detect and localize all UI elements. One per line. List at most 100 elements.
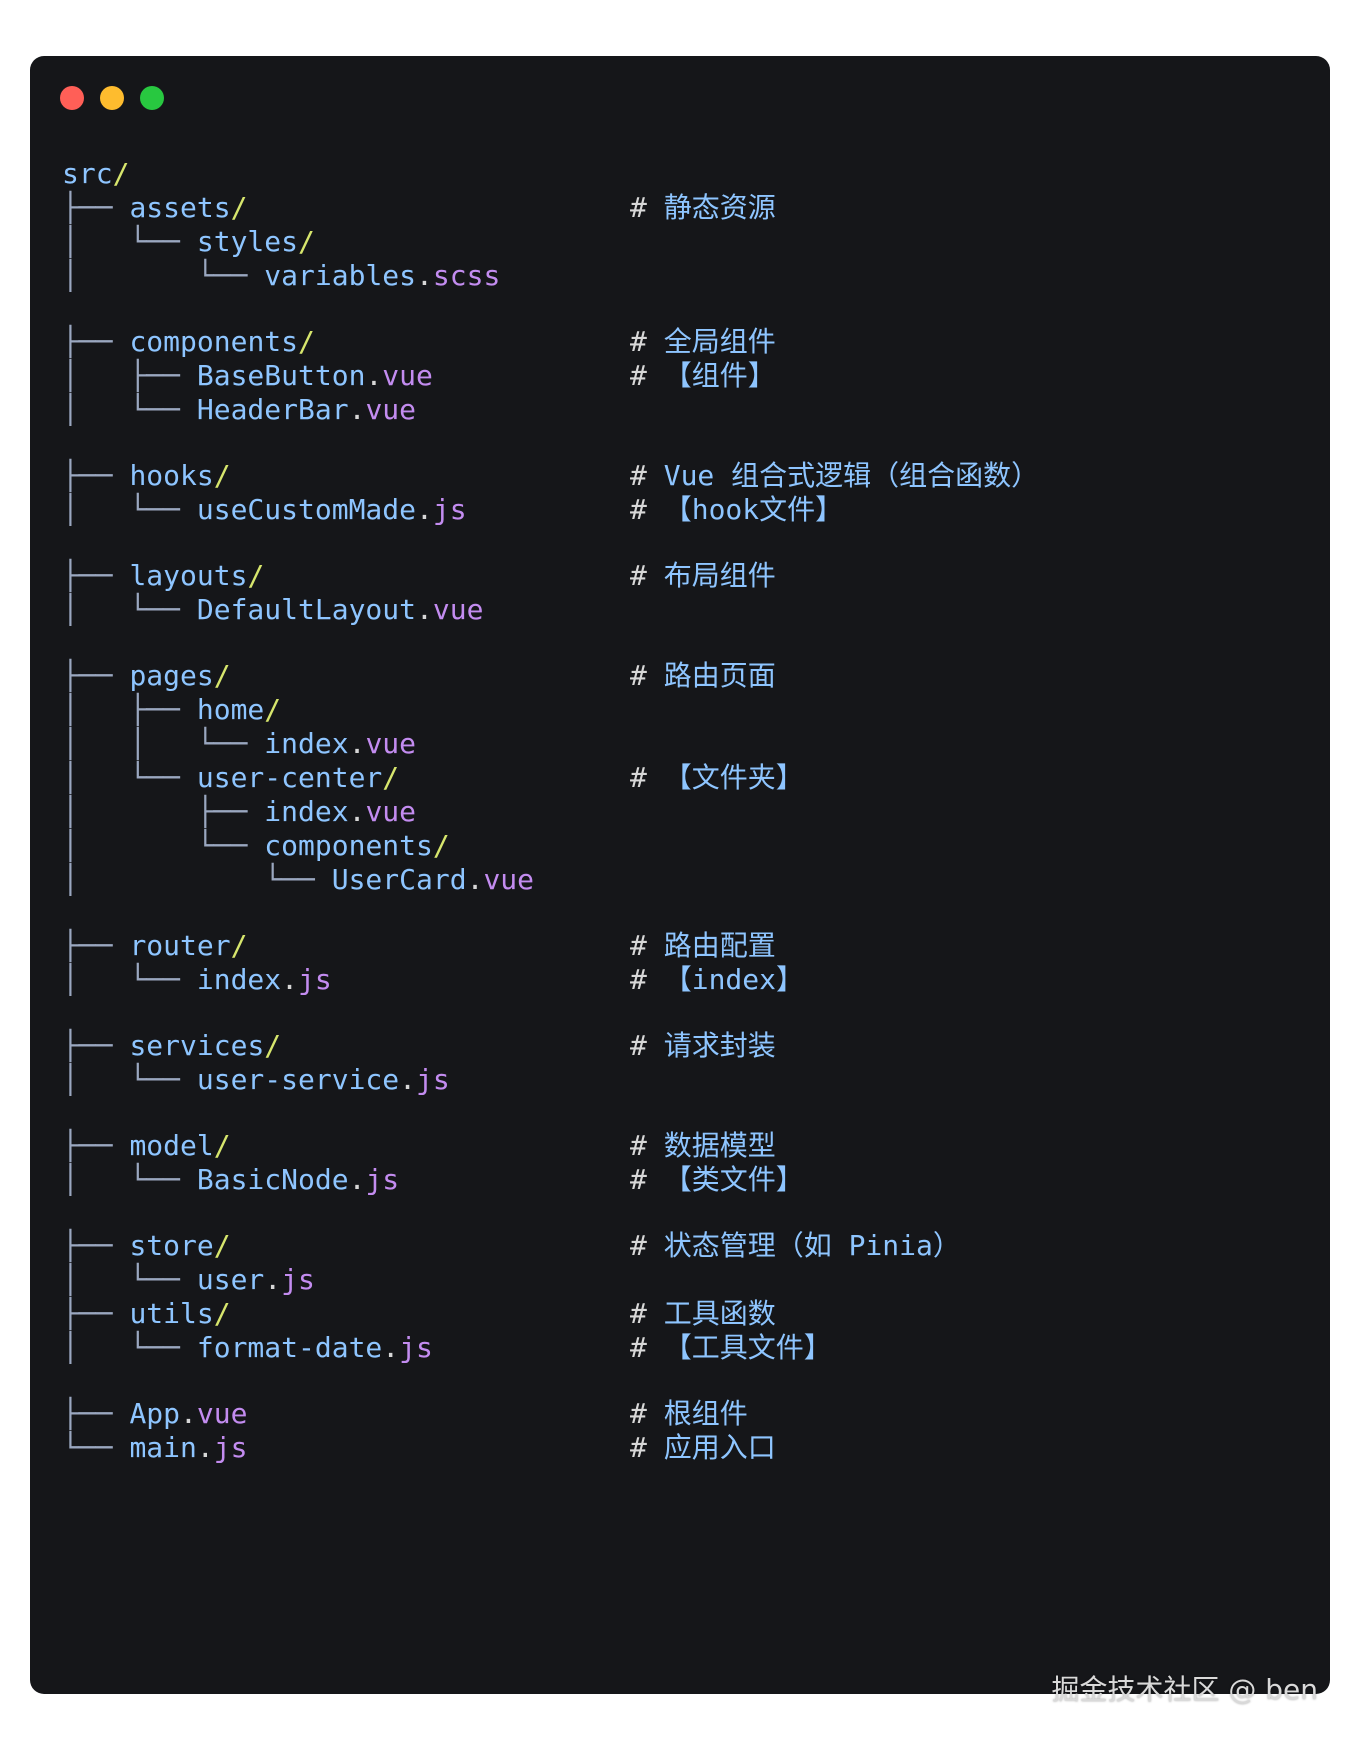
tree-line: │ ├── home/ <box>62 692 1302 728</box>
tree-line: │ └── BasicNode.js# 【类文件】 <box>62 1162 1302 1198</box>
tree-comment <box>630 392 647 428</box>
file-dot: . <box>416 593 433 626</box>
comment-hash: # <box>630 1297 647 1330</box>
tree-item-name: index <box>196 963 282 996</box>
comment-hash: # <box>630 1331 647 1364</box>
tree-item-name: home <box>196 693 265 726</box>
tree-item-name: DefaultLayout <box>196 593 417 626</box>
tree-branch: │ └── <box>62 1063 197 1096</box>
comment-text: 【hook文件】 <box>663 493 844 526</box>
folder-slash: / <box>213 1297 231 1330</box>
folder-slash: / <box>432 829 450 862</box>
tree-comment: # 请求封装 <box>630 1028 776 1064</box>
tree-branch: ├── <box>62 459 130 492</box>
tree-line: ├── assets/# 静态资源 <box>62 190 1302 226</box>
comment-text: 工具函数 <box>663 1297 776 1330</box>
comment-text: 【index】 <box>663 963 805 996</box>
tree-branch: └── <box>62 1431 130 1464</box>
minimize-dot-icon[interactable] <box>100 86 124 110</box>
tree-item-name: model <box>129 1129 214 1162</box>
tree-item-name: components <box>264 829 433 862</box>
tree-line: │ └── DefaultLayout.vue <box>62 592 1302 628</box>
file-dot: . <box>348 795 366 828</box>
file-dot: . <box>365 359 383 392</box>
folder-slash: / <box>213 1129 231 1162</box>
tree-item-name: user-center <box>196 761 383 794</box>
tree-branch: ├── <box>62 1297 130 1330</box>
close-dot-icon[interactable] <box>60 86 84 110</box>
tree-comment: # 【组件】 <box>630 358 776 394</box>
folder-slash: / <box>213 1229 231 1262</box>
tree-line: │ ├── index.vue <box>62 794 1302 830</box>
file-dot: . <box>348 1163 366 1196</box>
tree-branch: │ └── <box>62 963 197 996</box>
tree-comment: # 全局组件 <box>630 324 776 360</box>
comment-hash: # <box>630 963 647 996</box>
maximize-dot-icon[interactable] <box>140 86 164 110</box>
tree-branch: │ ├── <box>62 795 265 828</box>
comment-text: 静态资源 <box>663 191 776 224</box>
comment-hash: # <box>630 459 647 492</box>
tree-comment: # 应用入口 <box>630 1430 776 1466</box>
tree-branch: ├── <box>62 1129 130 1162</box>
file-extension: vue <box>382 359 433 392</box>
tree-line: │ ├── BaseButton.vue # 【组件】 <box>62 358 1302 394</box>
tree-line: ├── layouts/# 布局组件 <box>62 558 1302 594</box>
comment-text: 【类文件】 <box>663 1163 804 1196</box>
file-extension: js <box>213 1431 248 1464</box>
comment-text: 布局组件 <box>663 559 776 592</box>
tree-line: │ └── index.js# 【index】 <box>62 962 1302 998</box>
tree-item-name: pages <box>129 659 214 692</box>
tree-item-name: src <box>62 157 113 190</box>
comment-hash: # <box>630 559 647 592</box>
code-window: src/ ├── assets/# 静态资源 │ └── styles/ │ └… <box>30 56 1330 1694</box>
folder-slash: / <box>264 693 282 726</box>
file-extension: js <box>281 1263 315 1296</box>
file-dot: . <box>180 1397 197 1430</box>
file-extension: vue <box>365 727 417 760</box>
tree-branch: ├── <box>62 325 130 358</box>
comment-hash: # <box>630 1163 647 1196</box>
tree-comment <box>630 156 647 192</box>
tree-comment <box>630 592 647 628</box>
tree-comment <box>630 862 647 898</box>
tree-comment: # 布局组件 <box>630 558 776 594</box>
tree-branch: ├── <box>62 559 130 592</box>
file-extension: vue <box>432 593 484 626</box>
comment-hash: # <box>630 761 647 794</box>
tree-line: ├── router/# 路由配置 <box>62 928 1302 964</box>
tree-line: src/ <box>62 156 1302 192</box>
comment-text: Vue 组合式逻辑（组合函数） <box>663 459 1040 492</box>
tree-branch: │ └── <box>62 863 332 896</box>
watermark: 掘金技术社区 @ ben <box>1051 1673 1318 1706</box>
file-dot: . <box>196 1431 214 1464</box>
folder-slash: / <box>230 191 248 224</box>
tree-item-name: BaseButton <box>196 359 366 392</box>
tree-item-name: user-service <box>196 1063 400 1096</box>
tree-item-name: services <box>129 1029 265 1062</box>
comment-hash: # <box>630 929 647 962</box>
folder-slash: / <box>264 1029 282 1062</box>
tree-branch: │ ├── <box>62 359 197 392</box>
tree-item-name: index <box>264 795 349 828</box>
tree-item-name: styles <box>196 225 299 258</box>
tree-comment <box>630 1062 647 1098</box>
comment-text: 数据模型 <box>663 1129 776 1162</box>
comment-hash: # <box>630 1397 647 1430</box>
tree-branch: │ │ └── <box>62 727 265 760</box>
tree-comment: # 【文件夹】 <box>630 760 804 796</box>
comment-text: 请求封装 <box>663 1029 776 1062</box>
comment-hash: # <box>630 1431 647 1464</box>
folder-slash: / <box>247 559 265 592</box>
tree-line: │ └── user-service.js <box>62 1062 1302 1098</box>
tree-comment: # 【类文件】 <box>630 1162 804 1198</box>
tree-branch: │ └── <box>62 829 265 862</box>
tree-item-name: format-date <box>196 1331 383 1364</box>
tree-item-name: hooks <box>129 459 214 492</box>
file-extension: scss <box>432 259 501 292</box>
file-tree-code-block: src/ ├── assets/# 静态资源 │ └── styles/ │ └… <box>62 156 1302 1636</box>
tree-item-name: useCustomMade <box>196 493 417 526</box>
tree-branch: │ └── <box>62 593 197 626</box>
tree-item-name: index <box>264 727 349 760</box>
tree-line: │ └── components/ <box>62 828 1302 864</box>
